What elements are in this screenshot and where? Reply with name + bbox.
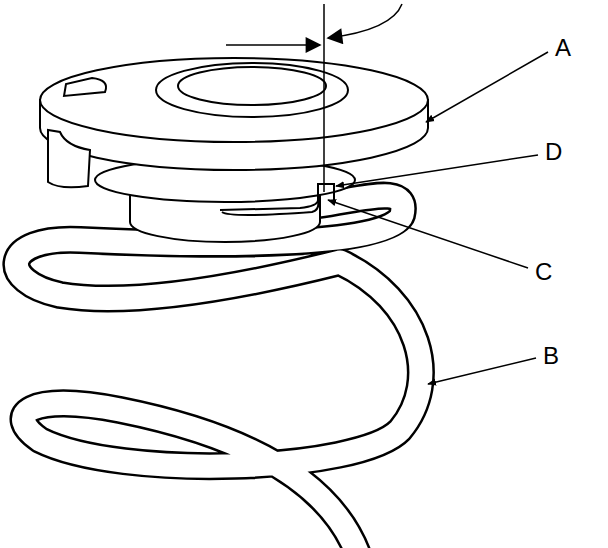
leader-line: [336, 155, 538, 186]
rotation-arrow: [328, 4, 402, 38]
seat-hole-rim: [156, 63, 348, 117]
leader-line: [328, 200, 528, 268]
callout-letter: C: [535, 260, 552, 284]
spring-end-c: [222, 200, 318, 215]
rotation-indicator: [226, 4, 402, 192]
leader-line: [428, 358, 536, 384]
spring-seat: [40, 58, 428, 187]
spring-fill: [16, 196, 420, 548]
seat-notch: [64, 78, 106, 96]
seat-top: [40, 58, 428, 142]
spring-outline: [16, 196, 420, 548]
callout-letter: B: [543, 344, 559, 368]
leader-lines: [328, 52, 548, 384]
stopper-slot: [220, 184, 334, 210]
leader-line: [426, 52, 548, 122]
seat-tab: [48, 130, 90, 187]
coil-spring: [16, 196, 420, 548]
reference-line: [323, 4, 325, 192]
rotation-arrow: [226, 44, 320, 46]
callout-letter: D: [545, 140, 562, 164]
seat-hole: [178, 67, 326, 105]
callout-letter: A: [555, 36, 571, 60]
